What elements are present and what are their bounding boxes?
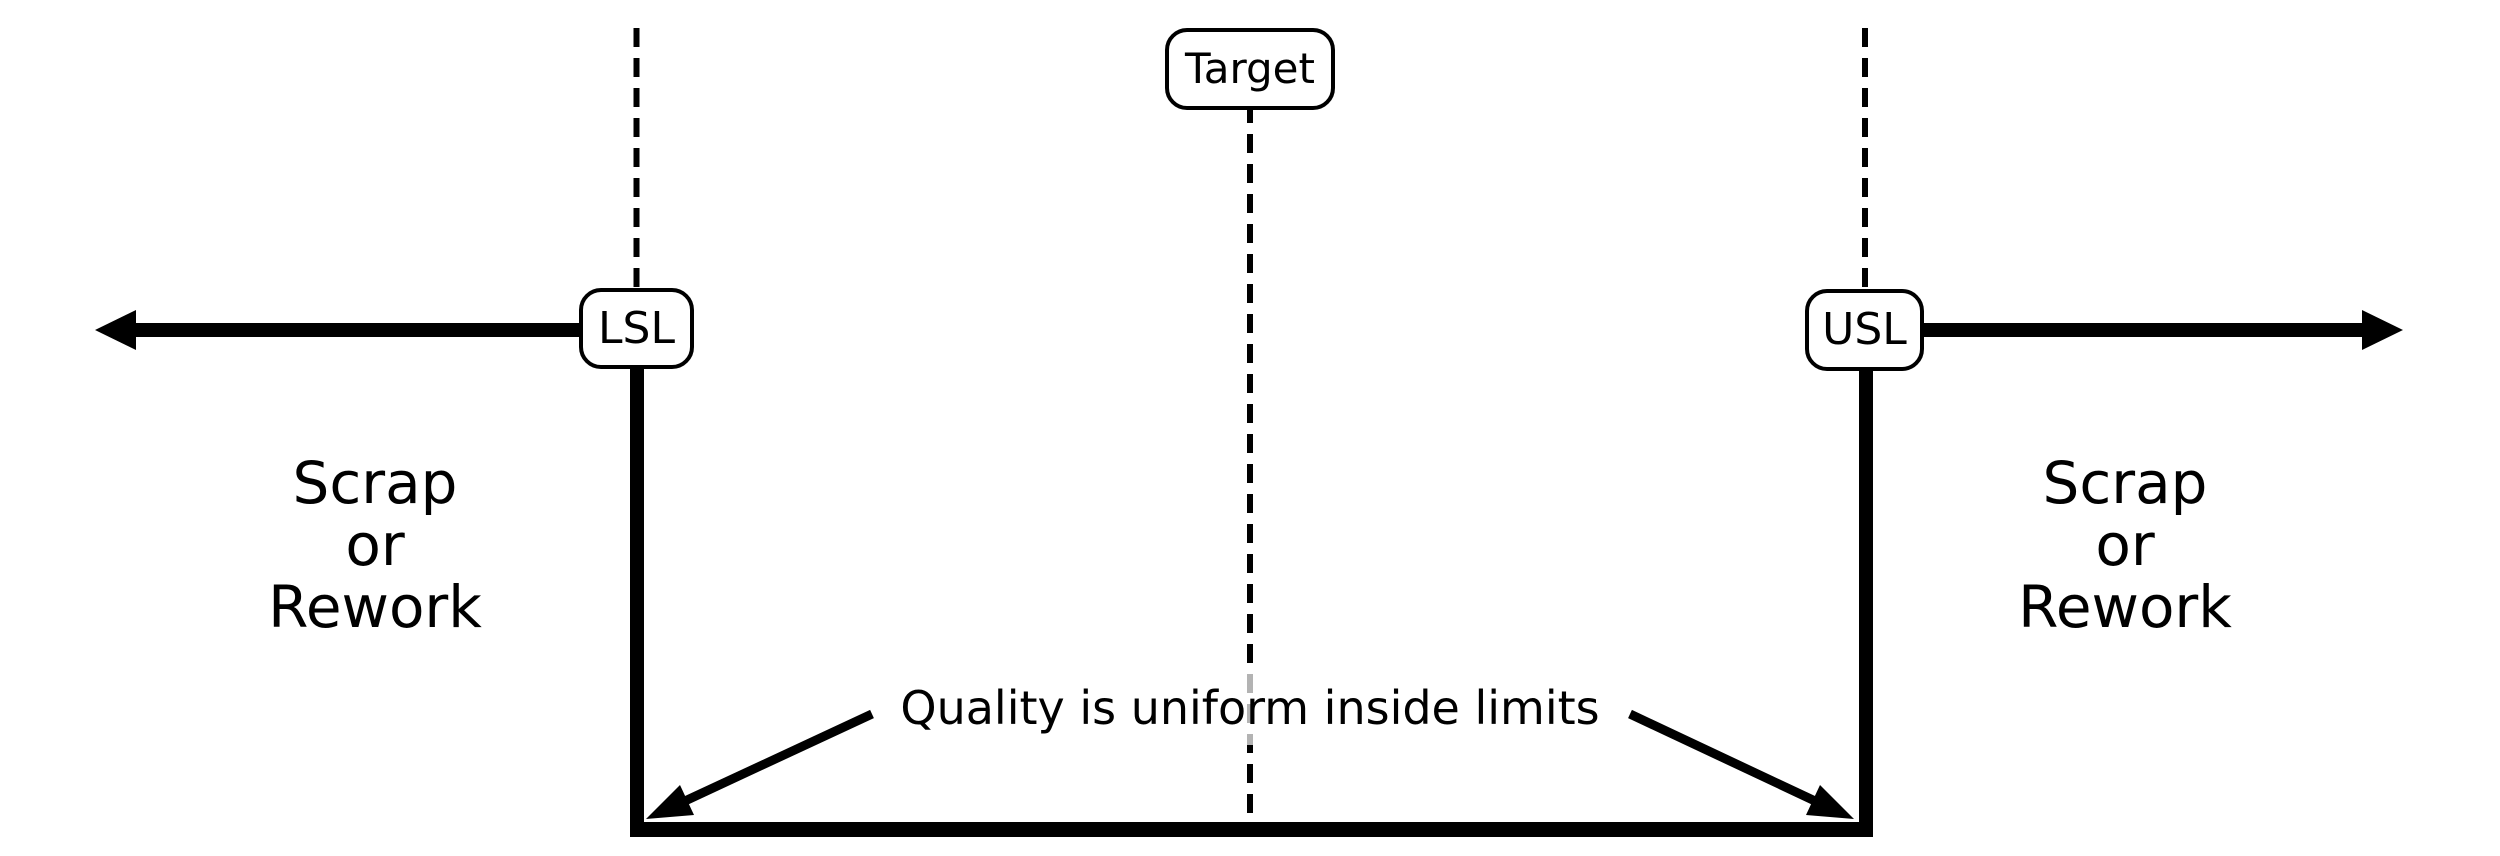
inside-note-left-arrowhead xyxy=(646,785,694,819)
usl-chip: USL xyxy=(1805,289,1924,371)
left-out-of-spec-arrowhead xyxy=(95,310,136,350)
right-scrap-rework-line-2: or xyxy=(2095,511,2155,579)
lsl-chip: LSL xyxy=(579,288,694,369)
right-out-of-spec-arrowhead xyxy=(2362,310,2403,350)
left-scrap-rework-line-1: Scrap xyxy=(292,449,458,517)
inside-note-right-arrowhead xyxy=(1806,785,1854,819)
inside-limits-note: Quality is uniform inside limits xyxy=(886,671,1614,745)
lsl-label: LSL xyxy=(598,302,675,354)
right-scrap-rework-line-3: Rework xyxy=(2018,573,2232,641)
inside-note-left-arrow-shaft xyxy=(683,709,874,806)
target-label: Target xyxy=(1185,44,1315,93)
right-scrap-rework-line-1: Scrap xyxy=(2042,449,2208,517)
left-scrap-rework-note: Scrap or Rework xyxy=(215,452,535,638)
usl-label: USL xyxy=(1822,304,1907,355)
left-scrap-rework-line-3: Rework xyxy=(268,573,482,641)
right-scrap-rework-note: Scrap or Rework xyxy=(1965,452,2285,638)
target-chip: Target xyxy=(1165,28,1335,110)
inside-note-right-arrow-shaft xyxy=(1628,709,1817,806)
left-scrap-rework-line-2: or xyxy=(345,511,405,579)
